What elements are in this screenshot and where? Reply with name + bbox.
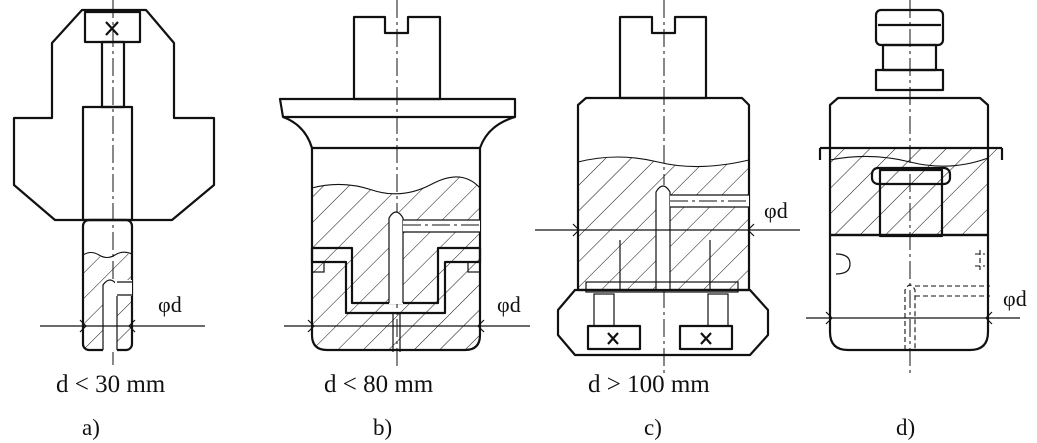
panel-d-dimension-label: φd <box>1003 286 1027 311</box>
panel-c-neck <box>618 15 708 100</box>
panel-c-dimension-label: φd <box>764 198 788 223</box>
panel-a: φd <box>12 0 216 365</box>
panel-c-letter: c) <box>644 415 662 440</box>
panel-b: φd <box>278 0 530 370</box>
panel-a-dimension-label: φd <box>158 292 182 317</box>
panel-a-cross-mark <box>105 21 119 36</box>
panel-c-clamp-left <box>586 324 642 351</box>
panel-b-condition: d < 80 mm <box>324 371 434 398</box>
panel-c-condition: d > 100 mm <box>588 371 710 398</box>
panel-a-letter: a) <box>82 415 100 440</box>
panel-c: φd <box>535 0 800 375</box>
panel-d-letter: d) <box>896 415 915 440</box>
panel-a-screw-head <box>83 10 142 44</box>
panel-c-clamp-right <box>678 324 734 351</box>
panel-b-dimension-label: φd <box>497 292 521 317</box>
panel-a-condition: d < 30 mm <box>56 371 166 398</box>
panel-d: φd <box>806 0 1027 375</box>
panel-a-cap-section <box>12 8 216 222</box>
panel-c-base-plate <box>556 288 770 357</box>
panel-b-letter: b) <box>373 415 392 440</box>
panel-d-lower-body <box>828 233 990 352</box>
